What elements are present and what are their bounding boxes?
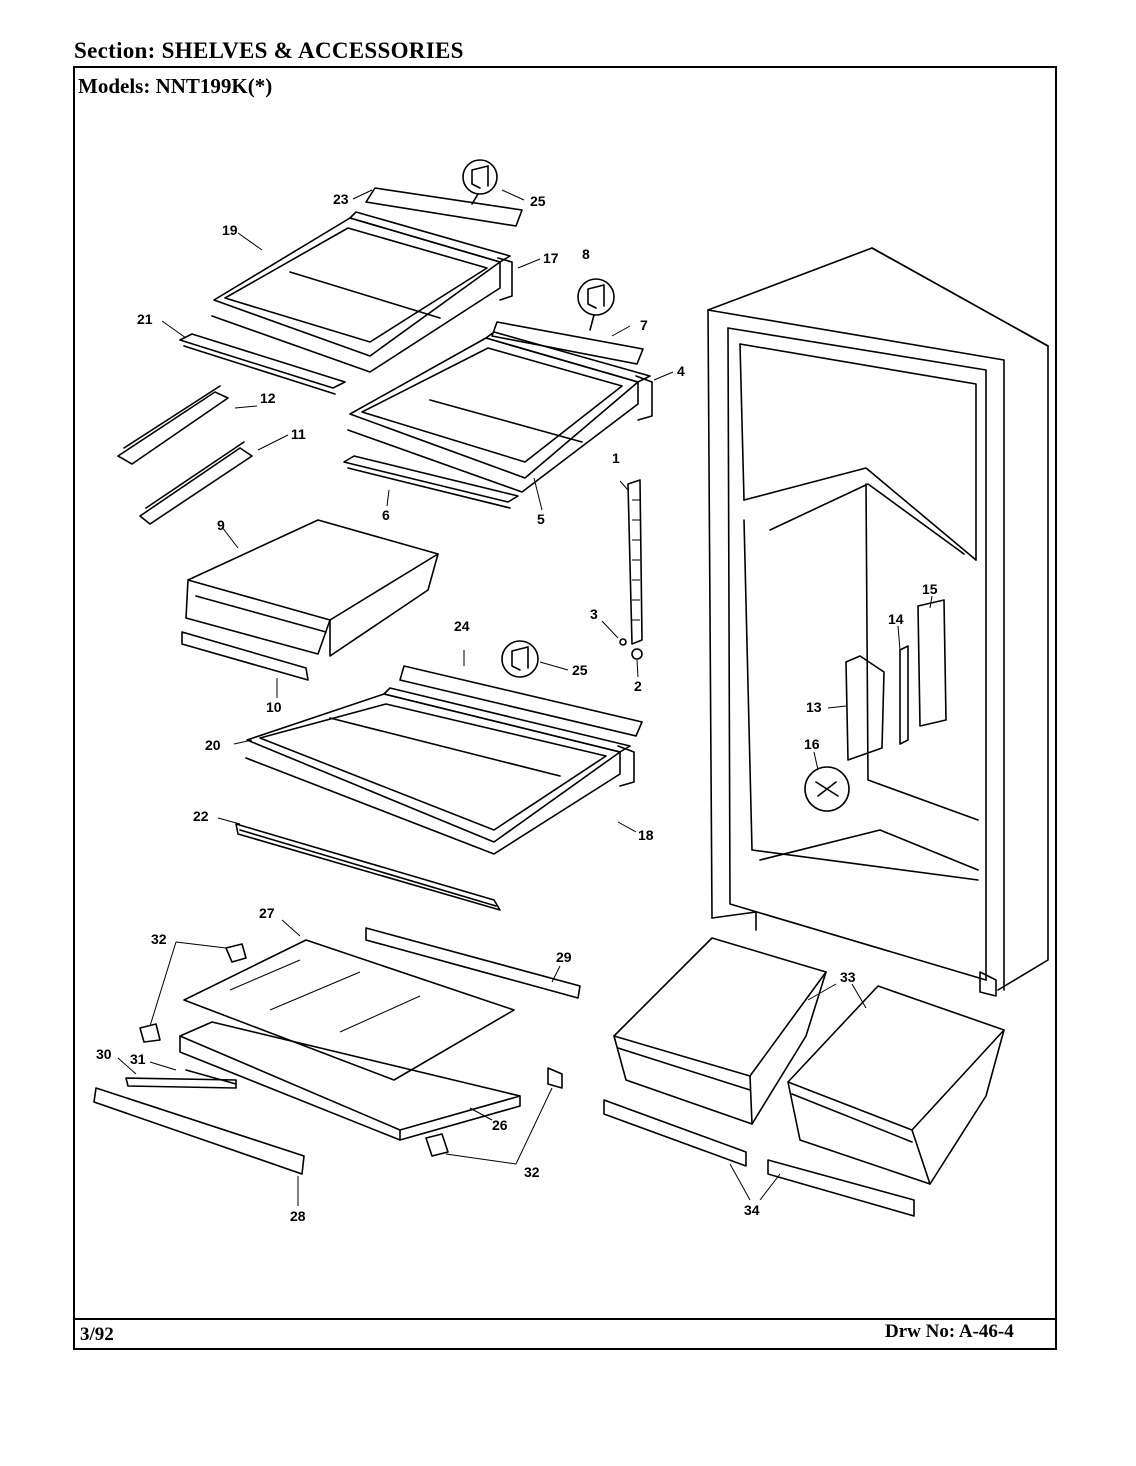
callout-26: 26 xyxy=(492,1117,508,1133)
callout-labels: 23 25 19 17 8 7 21 4 12 11 1 6 5 9 3 24 … xyxy=(96,191,938,1224)
callout-19: 19 xyxy=(222,222,238,238)
callout-30: 30 xyxy=(96,1046,112,1062)
callout-21: 21 xyxy=(137,311,153,327)
callout-16: 16 xyxy=(804,736,820,752)
callout-18: 18 xyxy=(638,827,654,843)
callout-25: 25 xyxy=(572,662,588,678)
callout-34: 34 xyxy=(744,1202,760,1218)
models-label: Models: NNT199K(*) xyxy=(78,74,273,98)
callout-32: 32 xyxy=(524,1164,540,1180)
callout-3: 3 xyxy=(590,606,598,622)
callout-11: 11 xyxy=(291,426,306,442)
diagram-frame xyxy=(73,66,1057,1350)
crisper-bins xyxy=(603,937,1005,1217)
callout-33: 33 xyxy=(840,969,856,985)
shelf-support-rails xyxy=(117,385,253,525)
callout-2: 2 xyxy=(634,678,642,694)
clip-detail-circle xyxy=(577,278,615,331)
callout-7: 7 xyxy=(640,317,648,333)
pilaster-rail xyxy=(619,479,643,660)
refrigerator-cabinet xyxy=(707,247,1049,997)
callout-14: 14 xyxy=(888,611,904,627)
callout-32: 32 xyxy=(151,931,167,947)
callout-27: 27 xyxy=(259,905,275,921)
callout-4: 4 xyxy=(677,363,685,379)
callout-31: 31 xyxy=(130,1051,146,1067)
clip-detail-circle xyxy=(501,640,539,678)
callout-1: 1 xyxy=(612,450,620,466)
meat-drawer xyxy=(181,519,439,681)
footer-date: 3/92 xyxy=(80,1324,114,1345)
callout-22: 22 xyxy=(193,808,209,824)
callout-28: 28 xyxy=(290,1208,306,1224)
callout-25: 25 xyxy=(530,193,546,209)
callout-15: 15 xyxy=(922,581,938,597)
crisper-cover-assembly xyxy=(93,927,581,1175)
callout-24: 24 xyxy=(454,618,470,634)
section-title: Section: SHELVES & ACCESSORIES xyxy=(74,38,464,63)
drawing-number: Drw No: A-46-4 xyxy=(885,1321,1014,1342)
clip-detail-circle xyxy=(462,159,498,205)
footer-divider xyxy=(75,1318,1055,1320)
middle-shelf-assembly xyxy=(343,321,653,509)
large-shelf-assembly xyxy=(235,665,643,911)
callout-10: 10 xyxy=(266,699,282,715)
callout-23: 23 xyxy=(333,191,349,207)
callout-9: 9 xyxy=(217,517,225,533)
callout-13: 13 xyxy=(806,699,822,715)
light-assembly xyxy=(804,599,947,812)
leader-lines xyxy=(117,189,933,1206)
callout-8: 8 xyxy=(582,246,590,262)
callout-29: 29 xyxy=(556,949,572,965)
callout-6: 6 xyxy=(382,507,390,523)
callout-17: 17 xyxy=(543,250,559,266)
callout-5: 5 xyxy=(537,511,545,527)
callout-12: 12 xyxy=(260,390,276,406)
callout-20: 20 xyxy=(205,737,221,753)
top-shelf-assembly xyxy=(179,187,523,395)
